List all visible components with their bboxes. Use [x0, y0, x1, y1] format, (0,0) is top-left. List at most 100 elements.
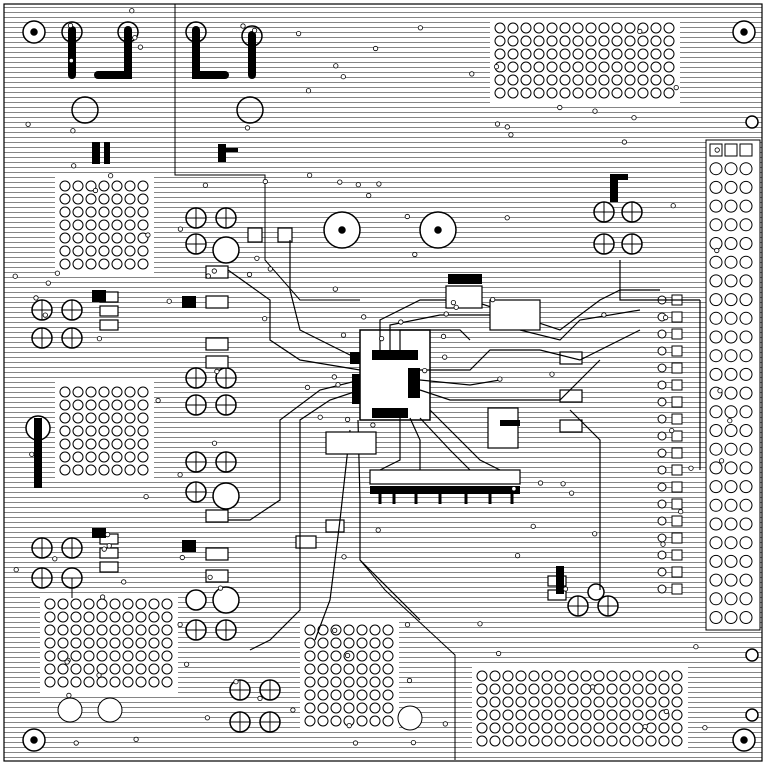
via	[611, 74, 623, 86]
header-pin	[739, 274, 753, 288]
via	[624, 61, 636, 73]
header-side-pad	[671, 379, 683, 391]
header-pin	[724, 536, 738, 550]
via	[502, 683, 514, 695]
stitching-via	[494, 121, 501, 127]
header-pin	[724, 311, 738, 325]
via	[124, 451, 136, 463]
via	[330, 702, 342, 714]
via	[161, 598, 173, 610]
header-side-pad	[671, 566, 683, 578]
via	[330, 637, 342, 649]
header-pin	[724, 424, 738, 437]
via	[624, 35, 636, 47]
via	[59, 386, 71, 398]
via	[624, 48, 636, 60]
via	[650, 22, 662, 34]
via	[572, 74, 584, 86]
via	[593, 735, 605, 747]
stitching-via	[217, 585, 224, 591]
via	[111, 399, 123, 411]
via	[59, 412, 71, 424]
via	[637, 61, 649, 73]
large-pad	[97, 697, 123, 723]
via	[111, 464, 123, 476]
via	[85, 451, 97, 463]
via	[520, 74, 532, 86]
stitching-via	[490, 296, 496, 303]
stitching-via	[530, 523, 536, 529]
stitching-via	[333, 63, 339, 69]
via	[161, 637, 173, 649]
stitching-via	[673, 85, 679, 91]
via	[111, 438, 123, 450]
header-pin	[724, 386, 738, 400]
stitching-via	[246, 271, 253, 278]
header-side-pad	[671, 481, 683, 493]
stitching-via	[663, 708, 669, 715]
stitching-via	[497, 376, 503, 382]
via	[59, 232, 71, 244]
via	[658, 670, 670, 682]
via	[645, 735, 657, 747]
via	[85, 412, 97, 424]
via	[663, 61, 675, 73]
via	[59, 451, 71, 463]
via-arrays	[40, 18, 688, 752]
via	[59, 438, 71, 450]
via	[541, 709, 553, 721]
via	[57, 663, 69, 675]
stitching-via	[211, 268, 217, 274]
stitching-via	[417, 25, 423, 31]
via	[135, 676, 147, 688]
via	[645, 683, 657, 695]
stitching-via	[660, 541, 666, 547]
via	[96, 598, 108, 610]
via	[356, 715, 368, 727]
header-pin	[739, 498, 753, 512]
via	[515, 670, 527, 682]
header-side-via	[657, 397, 667, 407]
via	[124, 399, 136, 411]
via	[122, 676, 134, 688]
via	[57, 637, 69, 649]
header-pin	[724, 367, 738, 381]
via	[44, 663, 56, 675]
header-pin	[724, 405, 738, 419]
stitching-via	[202, 182, 208, 188]
via	[619, 722, 631, 734]
stitching-via	[304, 384, 311, 390]
via	[606, 670, 618, 682]
via	[96, 624, 108, 636]
header-side-pad	[671, 549, 683, 561]
via	[124, 193, 136, 205]
stitching-via	[631, 115, 637, 121]
via	[137, 180, 149, 192]
via	[528, 722, 540, 734]
header-pin	[709, 554, 723, 568]
via	[72, 258, 84, 270]
stitching-via	[440, 333, 447, 339]
via	[44, 624, 56, 636]
header-side-pad	[671, 464, 683, 476]
header-pin	[709, 517, 723, 531]
power-pad-outlines	[61, 21, 264, 124]
via	[650, 74, 662, 86]
via	[650, 48, 662, 60]
header-pin	[724, 218, 738, 232]
stitching-via	[718, 458, 725, 464]
via	[663, 35, 675, 47]
stitching-via	[244, 125, 251, 131]
stitching-via	[105, 531, 111, 538]
stitching-via	[67, 22, 74, 29]
via	[533, 74, 545, 86]
header-side-pad	[671, 328, 683, 340]
header-pin	[709, 255, 723, 269]
via	[369, 702, 381, 714]
header-pin	[739, 199, 753, 213]
stitching-via	[64, 659, 70, 665]
via	[135, 611, 147, 623]
via	[369, 624, 381, 636]
via	[137, 451, 149, 463]
stitching-via	[331, 374, 337, 380]
